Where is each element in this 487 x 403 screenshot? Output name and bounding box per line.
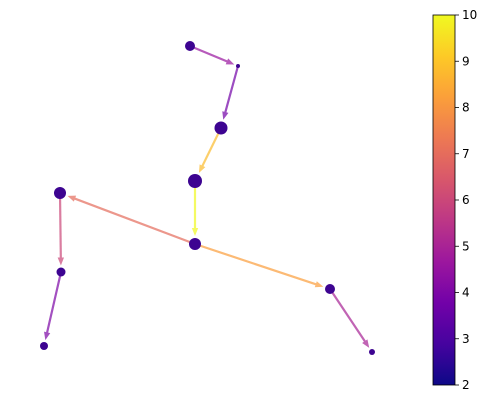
edge-n2-n3: [222, 65, 240, 120]
node-n1: [185, 41, 195, 51]
edge-line: [201, 127, 222, 168]
colorbar-gradient: [432, 14, 456, 386]
edge-n3-n4: [198, 127, 222, 173]
colorbar-tick-label: 8: [462, 101, 470, 115]
node-n3: [214, 121, 228, 135]
edge-line: [329, 288, 367, 343]
edge-arrowhead: [67, 195, 77, 202]
edge-line: [194, 242, 318, 286]
node-n4: [188, 174, 202, 188]
colorbar-tick-label: 7: [462, 147, 470, 161]
nodes: [40, 41, 375, 355]
node-n8: [40, 342, 48, 350]
node-n2: [236, 64, 240, 68]
colorbar-tick-label: 3: [462, 332, 470, 346]
colorbar: 2 3 4 5 6 7 8 9 10: [432, 8, 477, 392]
node-n5: [189, 238, 201, 250]
edge-arrowhead: [225, 58, 235, 65]
edge-arrowhead: [362, 339, 370, 348]
edge-n4-n5: [191, 181, 199, 236]
edges: [44, 44, 370, 348]
edge-n6-n7: [57, 192, 65, 266]
edge-line: [45, 271, 63, 334]
edge-arrowhead: [222, 111, 229, 120]
node-n10: [369, 349, 375, 355]
edge-arrowhead: [198, 164, 206, 173]
colorbar-tick-label: 6: [462, 193, 470, 207]
edge-line: [189, 44, 229, 63]
node-n7: [56, 267, 66, 277]
edge-line: [58, 192, 62, 259]
edge-n5-n9: [194, 242, 324, 288]
colorbar-tick-label: 10: [462, 8, 477, 22]
edge-line: [73, 197, 196, 246]
node-n9: [325, 284, 335, 294]
colorbar-tick-label: 2: [462, 378, 470, 392]
edge-arrowhead: [314, 281, 324, 288]
colorbar-tick-label: 9: [462, 54, 470, 68]
edge-line: [224, 65, 240, 114]
edge-arrowhead: [191, 228, 199, 236]
colorbar-ticks: 2 3 4 5 6 7 8 9 10: [455, 8, 477, 392]
edge-arrowhead: [57, 257, 65, 266]
edge-n7-n8: [44, 271, 63, 341]
node-n6: [54, 187, 66, 199]
colorbar-tick-label: 5: [462, 239, 470, 253]
edge-n9-n10: [329, 288, 370, 348]
edge-n1-n2: [189, 44, 235, 65]
colorbar-tick-label: 4: [462, 286, 470, 300]
edge-arrowhead: [44, 331, 51, 341]
edge-n5-n6: [67, 195, 196, 246]
